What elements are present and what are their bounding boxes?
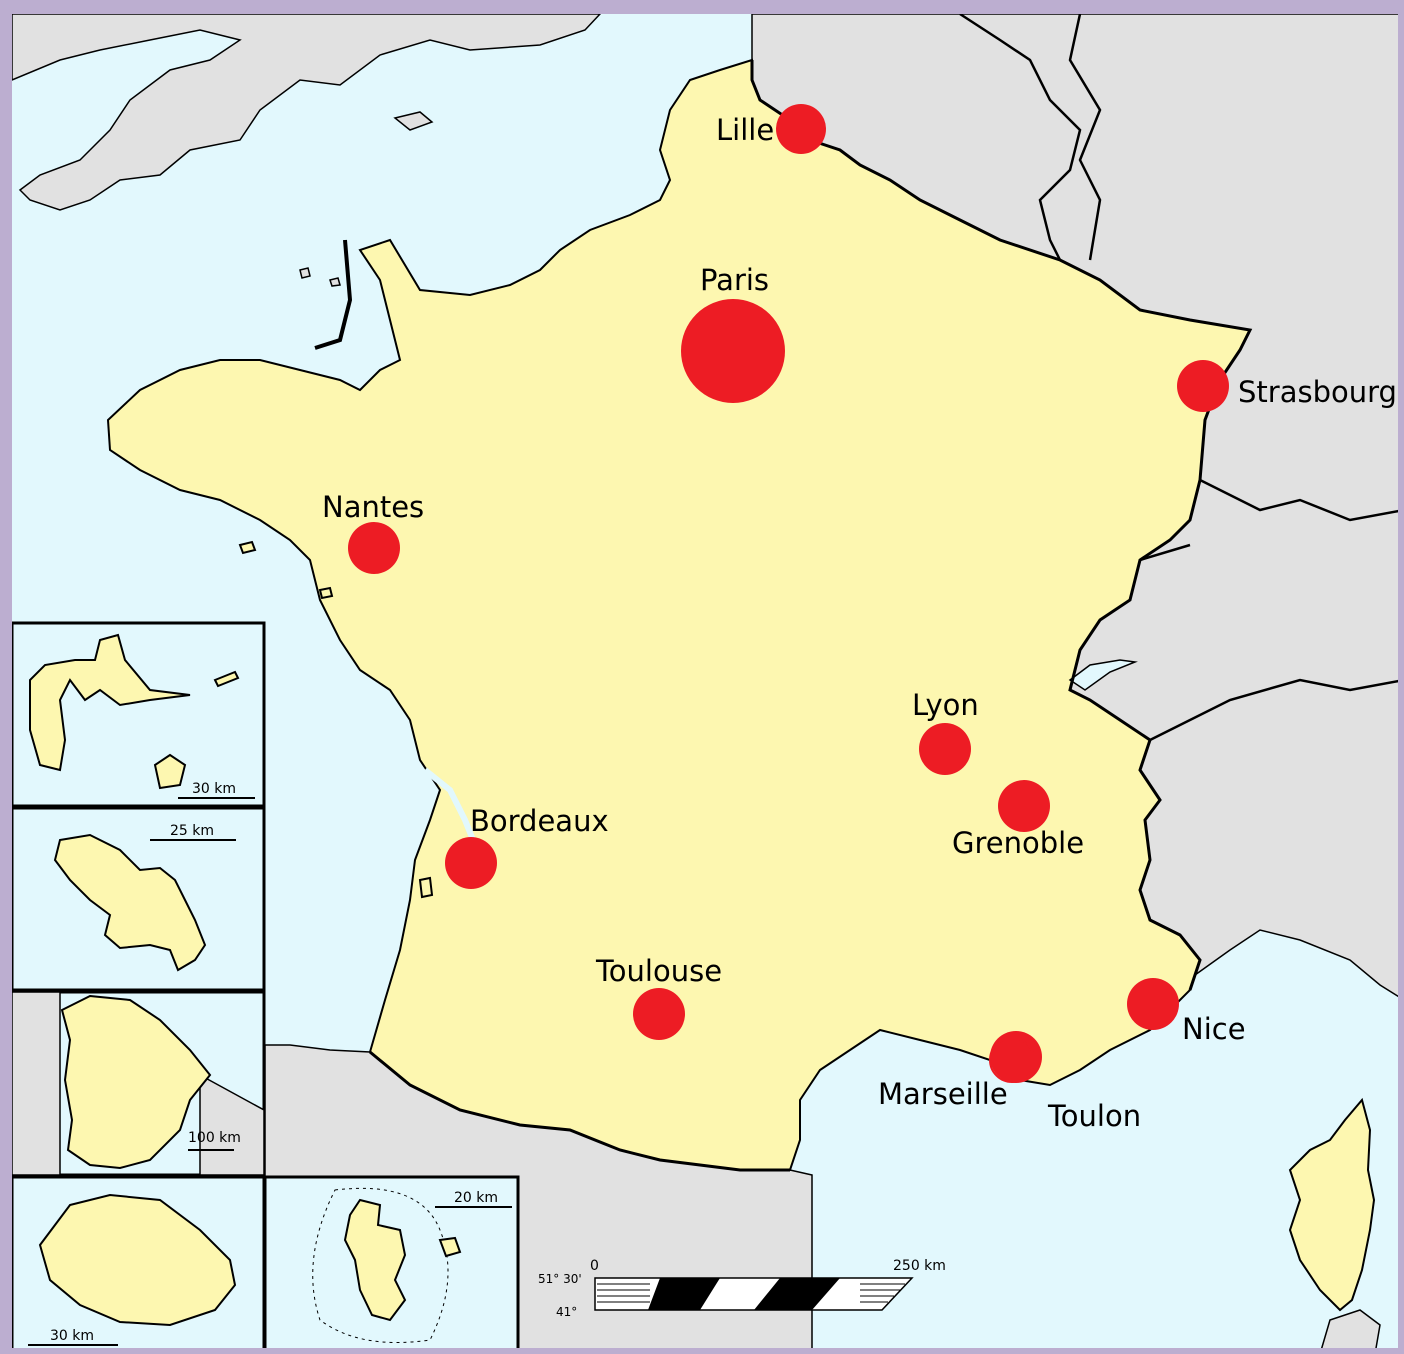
inset-guadeloupe-scale: 30 km — [192, 781, 236, 797]
scale-bar-frame — [594, 1277, 914, 1311]
city-marker-lille — [776, 104, 826, 154]
city-marker-grenoble — [998, 780, 1050, 832]
great-britain — [11, 13, 602, 211]
city-marker-paris — [681, 299, 785, 403]
city-label-toulon: Toulon — [1047, 1099, 1141, 1133]
city-label-lille: Lille — [716, 113, 774, 147]
neighbour-borders — [959, 12, 1404, 742]
inset-reunion-scale: 30 km — [50, 1328, 94, 1344]
city-marker-strasbourg — [1177, 360, 1229, 412]
inset-guadeloupe: 30 km — [10, 621, 266, 808]
main-scale-bar: 0 250 km 51° 30' 41° — [538, 1258, 946, 1319]
city-label-lyon: Lyon — [912, 688, 979, 722]
scale-bar-black-2 — [754, 1278, 840, 1310]
inset-mayotte: 20 km — [263, 1175, 520, 1354]
city-label-nantes: Nantes — [322, 490, 424, 524]
inset-mayotte-scale: 20 km — [454, 1190, 498, 1206]
inset-guyane-scale: 100 km — [188, 1130, 241, 1146]
city-marker-nantes — [348, 522, 400, 574]
atlantic-islands — [238, 540, 434, 899]
city-marker-toulon — [989, 1037, 1035, 1083]
city-label-bordeaux: Bordeaux — [470, 804, 609, 838]
gironde-estuary — [423, 767, 478, 847]
city-marker-marseille — [990, 1031, 1042, 1083]
channel-islands — [299, 267, 341, 287]
inset-martinique-scale: 25 km — [170, 823, 214, 839]
scale-bar-black-1 — [648, 1278, 720, 1310]
city-label-paris: Paris — [700, 263, 769, 297]
city-label-nice: Nice — [1182, 1012, 1246, 1046]
city-marker-lyon — [919, 723, 971, 775]
city-label-strasbourg: Strasbourg — [1238, 375, 1397, 409]
inset-reunion: 30 km — [10, 1175, 266, 1354]
latitude-bottom-label: 41° — [556, 1305, 577, 1319]
city-marker-nice — [1127, 978, 1179, 1030]
scale-bar-hatching — [597, 1283, 905, 1303]
spanish-border — [369, 1050, 790, 1172]
inset-guyane: 100 km — [10, 990, 266, 1177]
isle-of-wight — [393, 111, 434, 131]
lake-geneva — [1068, 659, 1138, 691]
city-label-toulouse: Toulouse — [595, 954, 722, 988]
city-marker-toulouse — [633, 988, 685, 1040]
scale-end-label: 250 km — [893, 1258, 946, 1274]
latitude-top-label: 51° 30' — [538, 1272, 582, 1286]
city-label-grenoble: Grenoble — [952, 826, 1084, 860]
cotentin-coast — [314, 239, 353, 350]
scale-start-label: 0 — [590, 1258, 599, 1274]
city-label-marseille: Marseille — [878, 1077, 1008, 1111]
corsica — [1288, 1097, 1376, 1312]
city-marker-bordeaux — [445, 837, 497, 889]
inset-martinique: 25 km — [10, 806, 266, 992]
